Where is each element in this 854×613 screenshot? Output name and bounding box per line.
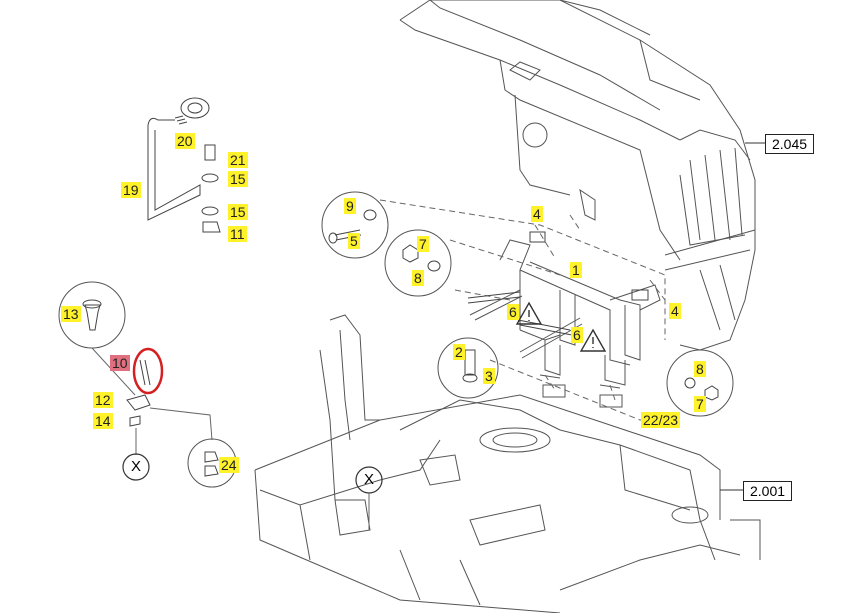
callout-15[interactable]: 15: [228, 204, 248, 220]
callout-4[interactable]: 4: [531, 206, 543, 222]
callout-8[interactable]: 8: [694, 361, 706, 377]
ref-link-top[interactable]: 2.045: [765, 134, 815, 154]
callout-5[interactable]: 5: [348, 233, 360, 249]
callout-11[interactable]: 11: [228, 226, 247, 242]
callout-22-23[interactable]: 22/23: [641, 412, 681, 428]
x-marker-circle: [122, 453, 150, 481]
warning-icon: [515, 301, 543, 325]
callout-21[interactable]: 21: [228, 152, 248, 168]
callout-1[interactable]: 1: [570, 262, 582, 278]
x-marker-right: X: [363, 471, 374, 488]
callout-15[interactable]: 15: [228, 171, 248, 187]
detail-parts: [82, 209, 719, 477]
callout-12[interactable]: 12: [93, 392, 113, 408]
leader-lines: [379, 199, 680, 421]
callout-13[interactable]: 13: [61, 306, 81, 322]
highlight-ring: [132, 347, 164, 395]
warning-icon: [579, 328, 607, 352]
x-marker-left: X: [130, 458, 141, 475]
hood-assembly: [399, 0, 756, 351]
callout-19[interactable]: 19: [121, 182, 141, 198]
callout-7[interactable]: 7: [417, 236, 429, 252]
callout-14[interactable]: 14: [93, 413, 113, 429]
callout-9[interactable]: 9: [344, 198, 356, 214]
frame-assembly: [469, 239, 661, 408]
chassis-assembly: [254, 314, 761, 613]
callout-7[interactable]: 7: [694, 396, 706, 412]
callout-3[interactable]: 3: [483, 368, 495, 384]
detail-circles: [58, 191, 734, 488]
ref-link-bottom[interactable]: 2.001: [743, 481, 793, 501]
callout-6[interactable]: 6: [507, 304, 519, 320]
callout-leaders: [91, 347, 213, 455]
callout-10[interactable]: 10: [110, 355, 130, 371]
callout-24[interactable]: 24: [219, 457, 239, 473]
callout-8[interactable]: 8: [412, 270, 424, 286]
callout-6[interactable]: 6: [571, 327, 583, 343]
callout-4[interactable]: 4: [669, 303, 681, 319]
callout-20[interactable]: 20: [175, 133, 195, 149]
lifting-strap: [147, 97, 221, 233]
callout-2[interactable]: 2: [453, 344, 465, 360]
